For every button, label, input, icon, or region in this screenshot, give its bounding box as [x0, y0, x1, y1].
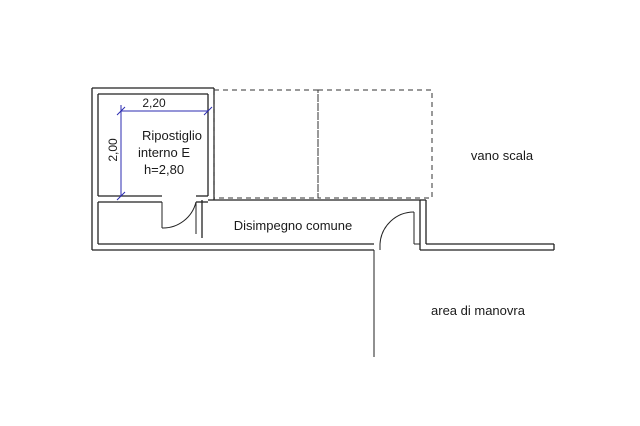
- dashed-outlines: [213, 89, 433, 199]
- corridor-walls: [92, 199, 555, 251]
- maneuver-area-label: area di manovra: [431, 303, 526, 318]
- dimension-depth: 2,00: [106, 138, 120, 162]
- room-height-label: h=2,80: [144, 162, 184, 177]
- corridor-door: [379, 211, 420, 250]
- dimension-lines: [116, 105, 213, 201]
- stairwell-label: vano scala: [471, 148, 534, 163]
- dimension-width: 2,20: [142, 96, 166, 110]
- corridor-label: Disimpegno comune: [234, 218, 353, 233]
- storage-door: [161, 201, 197, 234]
- room-id-label: interno E: [138, 145, 190, 160]
- room-name-label: Ripostiglio: [142, 128, 202, 143]
